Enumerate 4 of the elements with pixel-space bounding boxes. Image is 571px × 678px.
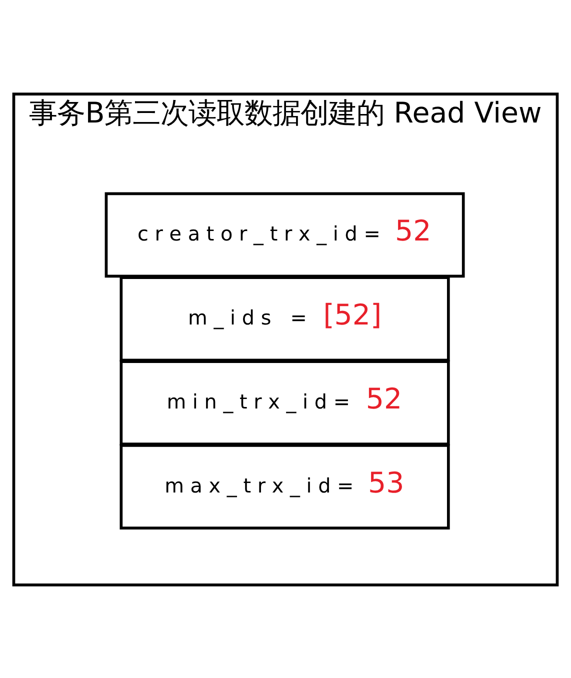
node-box: m _ i d s = [52] [120, 276, 450, 362]
node-box: m i n _ t r x _ i d = 52 [120, 360, 450, 445]
node-box: m a x _ t r x _ i d = 53 [120, 444, 450, 529]
node-box: c r e a t o r _ t r x _ i d = 52 [104, 192, 465, 278]
